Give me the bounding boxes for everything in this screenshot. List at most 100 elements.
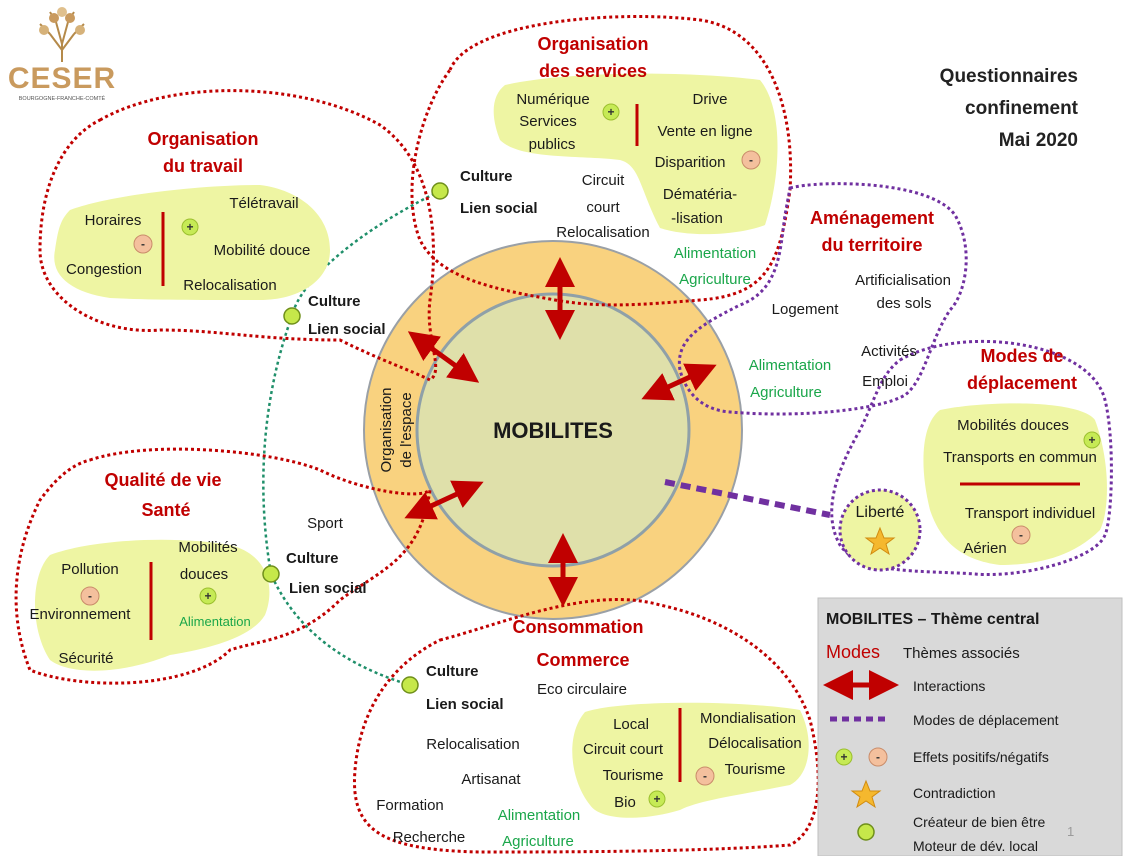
travail-right-3: Relocalisation: [183, 277, 276, 294]
culture-node-bottom: Culture Lien social: [401, 663, 504, 713]
arrow-amenagement: [641, 363, 717, 401]
services-title-2: des services: [539, 61, 647, 81]
legend-item-4: Contradiction: [913, 785, 996, 801]
commerce-item-5: Recherche: [393, 829, 466, 846]
legend-minus-icon: [868, 747, 888, 767]
services-positive-3: publics: [529, 136, 576, 153]
wellbeing-dot-icon: [431, 182, 449, 200]
commerce-title-2: Commerce: [536, 650, 629, 670]
travail-right-1: Télétravail: [229, 195, 298, 212]
travail-effects-blob: [54, 185, 330, 300]
theme-qualite: Qualité de vie Santé Sport Mobilités Pol…: [30, 470, 344, 667]
culture-connector: [262, 189, 441, 687]
services-effects-blob: [493, 73, 778, 235]
travail-right-2: Mobilité douce: [214, 242, 311, 259]
services-boundary: [410, 15, 793, 307]
modes-boundary: [830, 339, 1113, 577]
commerce-item-1: Eco circulaire: [537, 681, 627, 698]
theme-consommation: Consommation Commerce Eco circulaire Loc…: [376, 617, 801, 850]
wellbeing-dot-icon: [283, 307, 301, 325]
commerce-left-4: Bio: [614, 794, 636, 811]
services-extra-2: court: [586, 199, 620, 216]
ring-label-line-2: de l'espace: [398, 392, 415, 467]
amenagement-item-4: Activités: [861, 343, 917, 360]
commerce-left-1: Local: [613, 716, 649, 733]
travail-left-2: Congestion: [66, 261, 142, 278]
commerce-right-3: Tourisme: [725, 761, 786, 778]
culture-node-low: Culture Lien social: [262, 550, 367, 597]
amenagement-item-1: Artificialisation: [855, 272, 951, 289]
negative-effect-icon: [1011, 525, 1031, 545]
lien-social-label: Lien social: [460, 200, 538, 217]
positive-effect-icon: [199, 587, 217, 605]
legend-item-5: Créateur de bien être: [913, 814, 1046, 830]
culture-label: Culture: [426, 663, 479, 680]
legend-star-icon: [850, 779, 882, 809]
qualite-title-1: Qualité de vie: [104, 470, 221, 490]
services-negative-4: Dématéria-: [663, 186, 737, 203]
commerce-left-3: Tourisme: [603, 767, 664, 784]
minus-sign: -: [703, 769, 707, 783]
ceser-logo: CESER BOURGOGNE-FRANCHE-COMTÉ: [8, 7, 115, 102]
lien-social-label: Lien social: [426, 696, 504, 713]
amenagement-item-2: des sols: [876, 295, 931, 312]
legend-minus-sign: -: [876, 750, 880, 764]
theme-services: Organisation des services Numérique Serv…: [516, 34, 761, 288]
commerce-item-4: Formation: [376, 797, 444, 814]
commerce-item-3: Artisanat: [461, 771, 521, 788]
travail-boundary: [38, 89, 438, 382]
minus-sign: -: [1019, 528, 1023, 542]
travail-title-1: Organisation: [147, 129, 258, 149]
commerce-green-2: Agriculture: [502, 833, 574, 850]
arrow-travail: [407, 331, 480, 383]
ring-label-line-1: Organisation: [378, 387, 395, 472]
modes-item-1: Mobilités douces: [957, 417, 1069, 434]
wellbeing-dot-icon: [262, 565, 280, 583]
negative-effect-icon: [695, 766, 715, 786]
page-title: Questionnaires confinement Mai 2020: [940, 66, 1079, 151]
title-line-2: confinement: [965, 98, 1079, 119]
qualite-right-1: Mobilités: [178, 539, 237, 556]
services-negative-3: Disparition: [655, 154, 726, 171]
legend-modes-desc: Thèmes associés: [903, 645, 1020, 662]
theme-amenagement: Aménagement du territoire Artificialisat…: [749, 208, 951, 401]
legend-item-3: Effets positifs/négatifs: [913, 749, 1049, 765]
amenagement-item-3: Logement: [772, 301, 840, 318]
positive-effect-icon: [181, 218, 199, 236]
culture-label: Culture: [460, 168, 513, 185]
legend-plus-sign: +: [840, 750, 847, 764]
amenagement-green-1: Alimentation: [749, 357, 832, 374]
title-line-1: Questionnaires: [940, 66, 1078, 87]
lien-social-label: Lien social: [289, 580, 367, 597]
lien-social-label: Lien social: [308, 321, 386, 338]
interaction-arrows: [404, 257, 717, 607]
sport-label: Sport: [307, 515, 344, 532]
modes-connector: [664, 479, 831, 518]
plus-sign: +: [607, 105, 614, 119]
amenagement-title-2: du territoire: [821, 235, 922, 255]
positive-effect-icon: [1083, 431, 1101, 449]
legend-item-2: Modes de déplacement: [913, 712, 1059, 728]
services-negative-1: Drive: [692, 91, 727, 108]
modes-item-4: Aérien: [963, 540, 1006, 557]
services-negative-2: Vente en ligne: [657, 123, 752, 140]
title-line-3: Mai 2020: [999, 130, 1078, 151]
arrow-qualite: [404, 480, 484, 520]
plus-sign: +: [204, 589, 211, 603]
services-extra-1: Circuit: [582, 172, 625, 189]
legend-dot-icon: [857, 823, 875, 841]
modes-item-3: Transport individuel: [965, 505, 1095, 522]
plus-sign: +: [653, 792, 660, 806]
commerce-effects-blob: [572, 702, 809, 818]
commerce-right-1: Mondialisation: [700, 710, 796, 727]
qualite-boundary: [14, 447, 433, 685]
theme-modes: Modes de déplacement Mobilités douces + …: [856, 346, 1101, 557]
theme-travail: Organisation du travail Télétravail Hora…: [66, 129, 310, 294]
qualite-left-1: Pollution: [61, 561, 119, 578]
commerce-green-1: Alimentation: [498, 807, 581, 824]
amenagement-item-5: Emploi: [862, 373, 908, 390]
negative-effect-icon: [741, 150, 761, 170]
positive-effect-icon: [602, 103, 620, 121]
legend: MOBILITES – Thème central Modes Thèmes a…: [817, 597, 1123, 856]
legend-box: [817, 597, 1123, 856]
